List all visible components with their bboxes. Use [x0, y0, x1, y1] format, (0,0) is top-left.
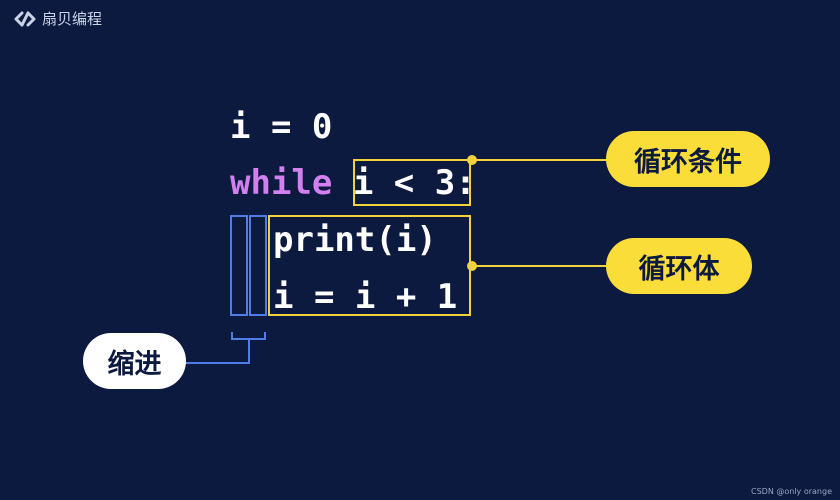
indent-bracket-left — [231, 332, 233, 339]
watermark: CSDN @only orange — [751, 487, 832, 496]
condition-connector-line — [472, 159, 612, 161]
code-line-3: print(i) — [273, 220, 437, 260]
indent-space-box-1 — [230, 215, 248, 316]
code-link-icon — [14, 11, 36, 26]
indent-bracket-stem — [248, 338, 250, 364]
code-line-1: i = 0 — [230, 107, 333, 147]
body-connector-line — [472, 265, 612, 267]
loop-condition-label: 循环条件 — [606, 131, 770, 187]
indent-connector-line — [180, 362, 250, 364]
indent-bracket-right — [264, 332, 266, 339]
code-line-4: i = i + 1 — [273, 277, 458, 317]
condition-highlight-box — [353, 159, 471, 206]
indent-label: 缩进 — [83, 333, 186, 389]
indent-space-box-2 — [249, 215, 267, 316]
brand-name: 扇贝编程 — [42, 10, 103, 28]
loop-condition-text: i < 3 — [352, 163, 456, 203]
brand-logo: 扇贝编程 — [12, 8, 102, 29]
keyword-while: while — [230, 163, 333, 203]
loop-body-label: 循环体 — [606, 238, 752, 294]
loop-body-highlight-box — [268, 215, 471, 316]
code-line-2: while i < 3: — [230, 166, 476, 200]
